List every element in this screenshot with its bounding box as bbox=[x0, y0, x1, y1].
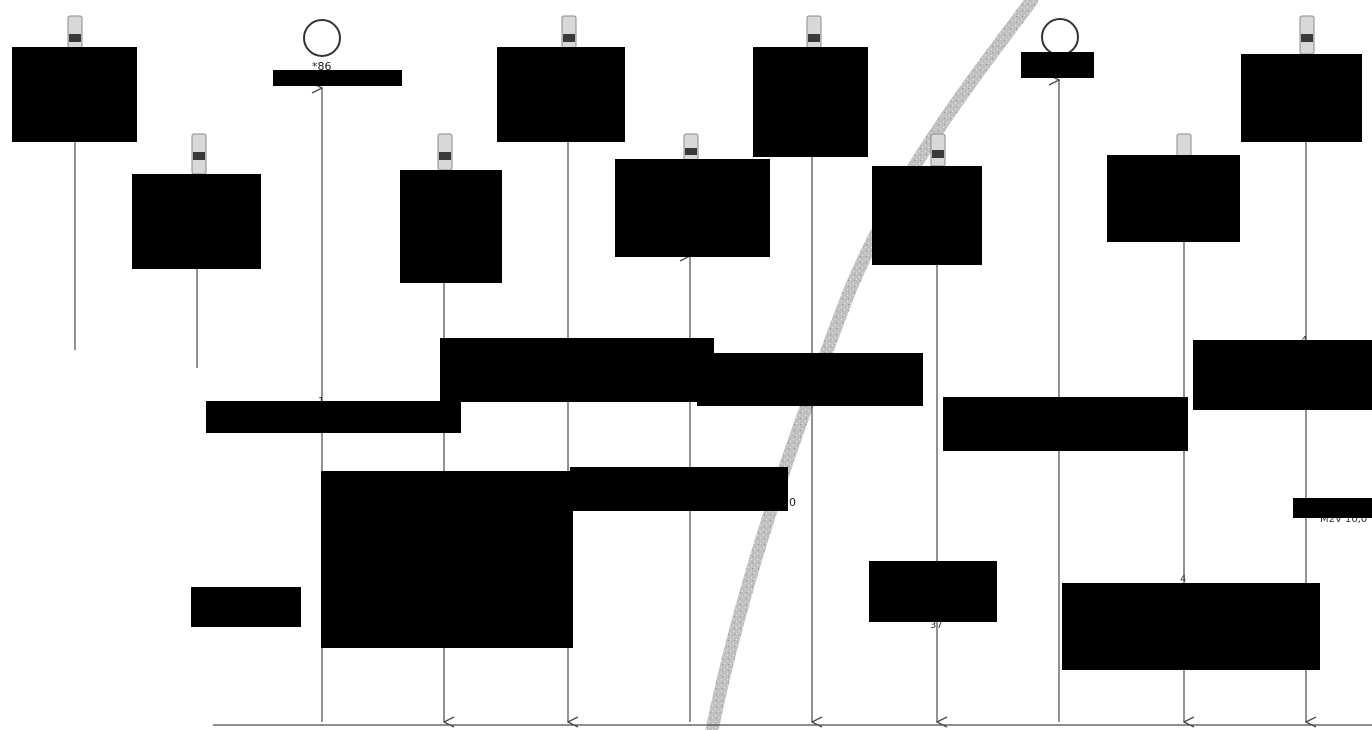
redaction-box bbox=[570, 467, 788, 511]
label-num-0: 0 bbox=[789, 496, 796, 509]
bottle-icon bbox=[807, 16, 821, 48]
redaction-box bbox=[1193, 340, 1372, 410]
bottle-icon bbox=[684, 134, 698, 160]
redaction-box bbox=[1107, 155, 1240, 242]
redaction-box bbox=[132, 174, 261, 269]
redaction-box bbox=[191, 587, 301, 627]
redaction-box bbox=[206, 401, 461, 433]
redaction-box bbox=[497, 47, 625, 142]
redaction-box bbox=[869, 561, 997, 622]
redaction-box bbox=[615, 159, 770, 257]
redaction-box bbox=[321, 471, 573, 648]
circle-marker-icon bbox=[304, 20, 340, 56]
redaction-box bbox=[697, 353, 923, 406]
circle-markers bbox=[304, 19, 1078, 56]
redaction-box bbox=[872, 166, 982, 265]
redaction-box bbox=[400, 170, 502, 283]
redaction-box bbox=[1241, 54, 1362, 142]
bottle-icon bbox=[68, 16, 82, 48]
redaction-box bbox=[1293, 498, 1372, 518]
bottle-icon bbox=[931, 134, 945, 166]
bottle-icon bbox=[1177, 134, 1191, 156]
redaction-box bbox=[1062, 583, 1320, 670]
bottle-icons bbox=[68, 16, 1314, 174]
redaction-box bbox=[12, 47, 137, 142]
bottle-icon bbox=[192, 134, 206, 174]
redaction-box bbox=[273, 70, 402, 86]
bottle-icon bbox=[562, 16, 576, 48]
redaction-box bbox=[753, 47, 868, 157]
bottle-icon bbox=[1300, 16, 1314, 54]
redaction-box bbox=[1021, 52, 1094, 78]
bottle-icon bbox=[438, 134, 452, 170]
redaction-box bbox=[440, 338, 714, 402]
redaction-box bbox=[943, 397, 1188, 451]
circle-marker-icon bbox=[1042, 19, 1078, 55]
